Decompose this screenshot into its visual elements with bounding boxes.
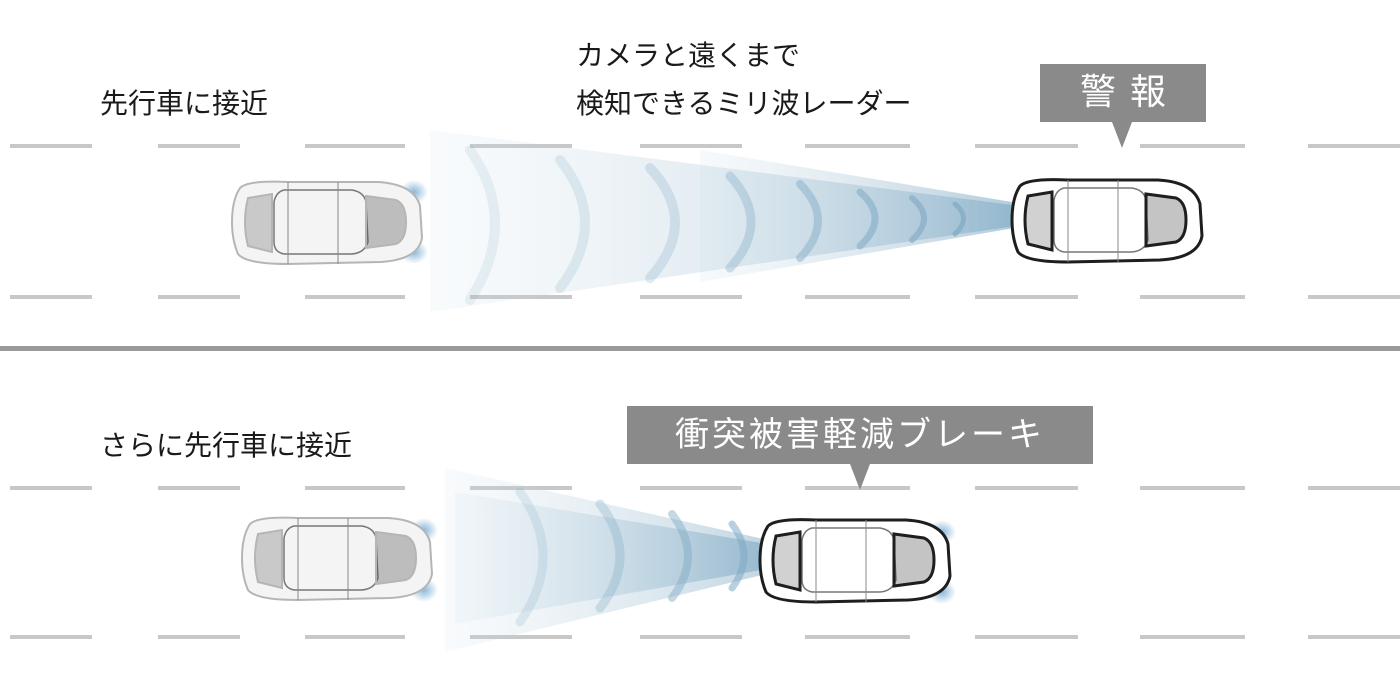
alarm-callout: 警報 [1040,64,1206,148]
host-car-icon [1010,178,1204,264]
radar-caption-line1: カメラと遠くまで [576,39,801,72]
bottom-situation-label: さらに先行車に接近 [100,429,353,462]
radar-caption-line2: 検知できるミリ波レーダー [576,87,912,120]
brake-callout: 衝突被害軽減ブレーキ [627,406,1093,490]
host-car-bottom-icon [758,518,956,604]
lead-car-icon [231,180,428,265]
panel-divider [0,346,1400,351]
radar-beam-icon [430,130,1090,312]
lead-car-bottom-icon [241,516,438,602]
bottom-lane-markings [10,486,1400,639]
top-situation-label: 先行車に接近 [100,87,269,120]
